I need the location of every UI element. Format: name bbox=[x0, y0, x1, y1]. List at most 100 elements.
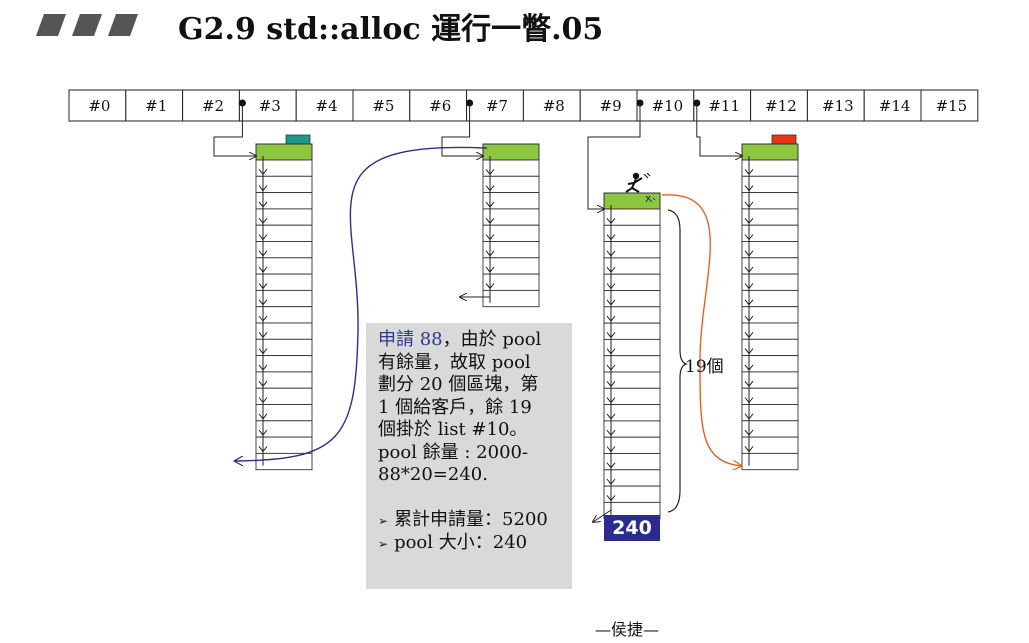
slot-pointer bbox=[441, 103, 483, 156]
pool-arrow bbox=[593, 509, 612, 522]
note-line: 88*20=240. bbox=[378, 464, 488, 485]
free-chunk bbox=[482, 175, 540, 194]
slot-label: #9 bbox=[600, 97, 622, 115]
free-chunk bbox=[741, 175, 799, 194]
chain-arrow bbox=[606, 429, 616, 437]
free-chunk bbox=[741, 322, 799, 340]
allocated-block bbox=[603, 192, 661, 210]
slanted-bars-icon bbox=[36, 14, 138, 36]
chain-arrow bbox=[258, 168, 268, 176]
slot-label: #3 bbox=[259, 97, 281, 115]
chain-arrow bbox=[258, 348, 268, 355]
free-chunk bbox=[603, 436, 661, 454]
free-chunk bbox=[603, 290, 661, 308]
free-list-slot bbox=[920, 89, 979, 122]
chain-arrow bbox=[258, 266, 268, 273]
slot-pointer bbox=[696, 103, 742, 156]
free-chunk bbox=[482, 208, 540, 226]
chain-arrow bbox=[485, 217, 495, 225]
chain-arrow bbox=[258, 397, 268, 404]
free-chunk bbox=[603, 208, 661, 226]
chain-arrow bbox=[744, 201, 754, 208]
chain-arrow bbox=[744, 413, 754, 420]
free-chunk bbox=[603, 371, 661, 389]
memory-chain bbox=[482, 143, 540, 308]
free-chunk bbox=[255, 355, 313, 373]
memory-chain bbox=[255, 134, 313, 471]
note-bullet: ➢累計申請量：5200 bbox=[378, 509, 562, 533]
chain-arrow bbox=[606, 315, 616, 322]
bullet-arrow-icon: ➢ bbox=[378, 513, 389, 528]
free-chunk bbox=[255, 404, 313, 422]
bullet-arrow-icon: ➢ bbox=[378, 537, 389, 551]
note-bullet: ➢ pool 大小：240 bbox=[378, 532, 562, 556]
free-chunk bbox=[255, 436, 313, 454]
chain-arrow bbox=[485, 168, 495, 176]
free-chunk bbox=[255, 175, 313, 194]
nineteen-blocks-label: 19個 bbox=[685, 357, 724, 377]
free-chunk bbox=[255, 371, 313, 389]
chain-arrow bbox=[606, 266, 616, 274]
free-chunk bbox=[482, 273, 540, 291]
free-chunk bbox=[603, 306, 661, 324]
chain-arrow bbox=[744, 168, 754, 176]
note-line: 申請 88，由於 pool bbox=[378, 329, 562, 352]
chain-arrow bbox=[485, 250, 495, 257]
chain-arrow bbox=[606, 380, 616, 388]
free-chunk bbox=[741, 241, 799, 259]
chain-arrow bbox=[606, 446, 616, 453]
chain-arrow bbox=[485, 266, 495, 273]
slot-label: #0 bbox=[88, 97, 110, 115]
free-chunk bbox=[482, 289, 540, 308]
free-chunk bbox=[741, 387, 799, 405]
chain-arrow bbox=[744, 266, 754, 273]
free-list-array: #0#1#2#3#4#5#6#7#8#9#10#11#12#13#14#15 bbox=[68, 89, 979, 122]
free-chunk bbox=[255, 224, 313, 242]
note-highlight: 申請 88 bbox=[378, 329, 443, 350]
free-list-slot bbox=[352, 89, 411, 122]
allocated-block bbox=[482, 143, 540, 161]
orange-link-curve bbox=[661, 194, 742, 466]
free-chunk bbox=[255, 257, 313, 275]
slot-pointer bbox=[587, 103, 641, 209]
free-chunk bbox=[255, 241, 313, 259]
chain-arrow bbox=[606, 234, 616, 241]
note-line: 有餘量，故取 pool bbox=[378, 351, 531, 373]
note-line: pool 餘量 : 2000- bbox=[378, 441, 529, 463]
chain-arrow bbox=[258, 364, 268, 371]
free-chunk bbox=[603, 241, 661, 259]
chain-arrow bbox=[744, 299, 754, 306]
free-chunk bbox=[741, 420, 799, 438]
chain-arrow bbox=[258, 250, 268, 257]
chain-arrow bbox=[606, 478, 616, 485]
chain-arrow bbox=[485, 283, 495, 290]
chain-arrow bbox=[258, 446, 268, 453]
chain-arrow bbox=[485, 234, 495, 241]
chain-arrow bbox=[744, 364, 754, 371]
chain-arrow bbox=[744, 217, 754, 225]
chain-arrow bbox=[258, 315, 268, 322]
bullet-text: pool 大小：240 bbox=[394, 532, 528, 553]
chain-arrow bbox=[744, 446, 754, 453]
chain-arrow bbox=[606, 462, 616, 469]
chain-arrow bbox=[485, 185, 495, 192]
free-chunk bbox=[255, 322, 313, 340]
explanation-note: 申請 88，由於 pool 有餘量，故取 pool 劃分 20 個區塊，第 1 … bbox=[366, 323, 572, 589]
chunk-marker bbox=[285, 134, 311, 145]
free-list-slot bbox=[579, 89, 638, 122]
chain-arrow bbox=[485, 201, 495, 208]
free-chunk bbox=[255, 208, 313, 226]
free-list-slot bbox=[636, 89, 695, 122]
free-chunk bbox=[741, 273, 799, 291]
free-chunk bbox=[255, 192, 313, 210]
chain-arrow bbox=[744, 250, 754, 257]
chain-arrow bbox=[606, 250, 616, 257]
note-line: 1 個給客戶，餘 19 bbox=[378, 396, 532, 418]
slot-label: #11 bbox=[708, 97, 740, 115]
free-chunk bbox=[741, 306, 799, 324]
chain-arrow bbox=[744, 234, 754, 241]
allocated-block bbox=[255, 143, 313, 161]
page-title: G2.9 std::alloc 運行一瞥.05 bbox=[178, 12, 604, 47]
slot-label: #14 bbox=[879, 97, 911, 115]
